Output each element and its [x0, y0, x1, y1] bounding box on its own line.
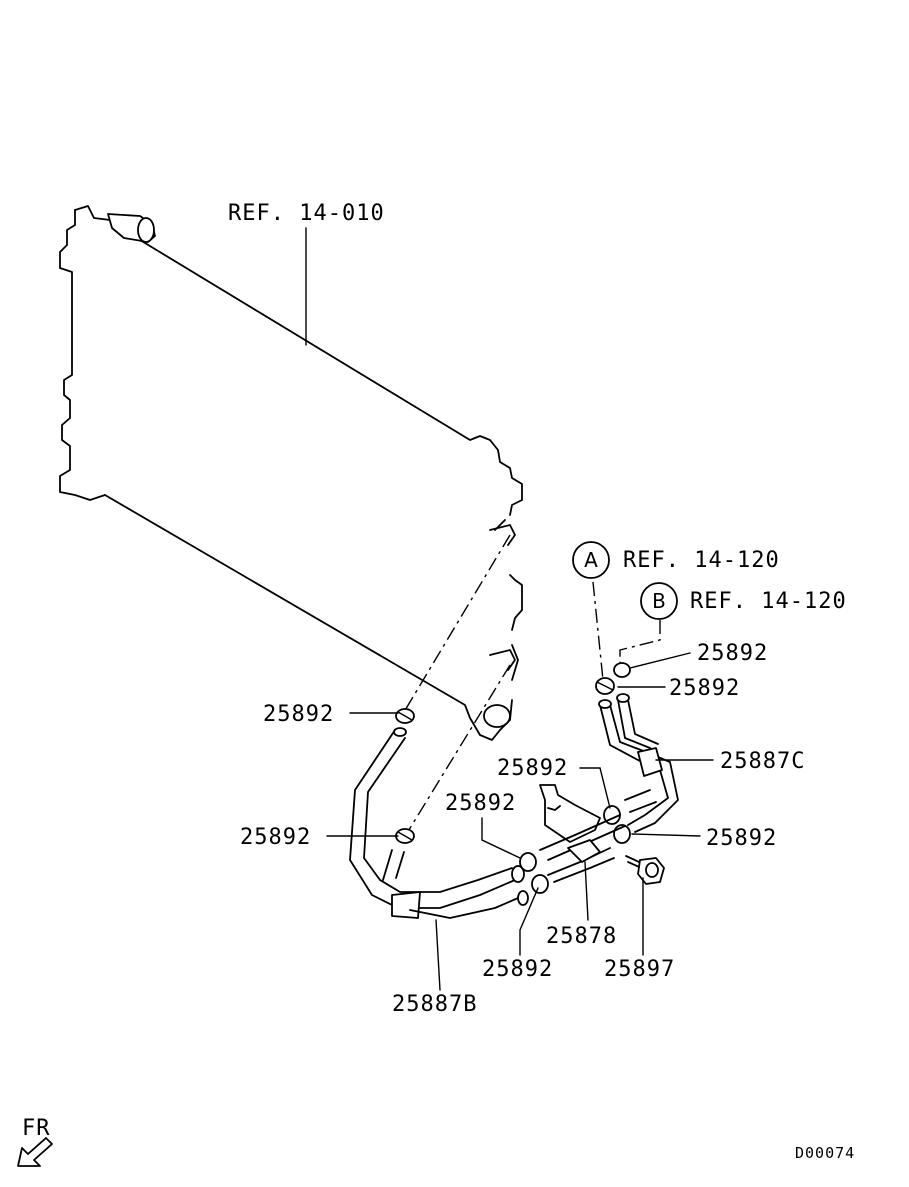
- part-label-25892: 25892: [706, 826, 777, 851]
- callout-a: A: [572, 541, 610, 579]
- clamp-lower-left: [395, 828, 415, 844]
- hose-25887c: [598, 693, 679, 833]
- part-label-25892: 25892: [669, 676, 740, 701]
- hose-25887b: [349, 727, 529, 919]
- front-arrow-icon: [17, 1137, 53, 1167]
- part-label-25892: 25892: [445, 791, 516, 816]
- part-label-25887c: 25887C: [720, 749, 805, 774]
- part-label-25892: 25892: [263, 702, 334, 727]
- ref-a-label: REF. 14-120: [623, 548, 780, 573]
- part-label-25887b: 25887B: [392, 992, 477, 1017]
- hose-clip-icon: [391, 891, 421, 919]
- clamp-a-lower: [595, 677, 615, 695]
- part-label-25892: 25892: [497, 756, 568, 781]
- bracket-25878: [539, 784, 626, 883]
- part-label-25892: 25892: [240, 825, 311, 850]
- diagram-id: D00074: [795, 1144, 855, 1162]
- radiator-outlet-icon: [483, 704, 511, 728]
- part-label-25878: 25878: [546, 924, 617, 949]
- bolt-25897: [625, 855, 665, 885]
- leader-lines: [326, 652, 714, 991]
- clamp-a-upper: [613, 662, 631, 678]
- clamp-lower-mid-upper: [519, 852, 537, 872]
- svg-text:A: A: [584, 548, 598, 572]
- ref-radiator-label: REF. 14-010: [228, 201, 385, 226]
- part-label-25897: 25897: [604, 957, 675, 982]
- svg-text:B: B: [652, 589, 666, 613]
- ref-b-label: REF. 14-120: [690, 589, 847, 614]
- radiator: [59, 205, 523, 741]
- clamp-upper-left: [395, 708, 415, 724]
- clamp-lower-mid-lower: [531, 874, 549, 894]
- part-label-25892: 25892: [482, 957, 553, 982]
- part-label-25892: 25892: [697, 641, 768, 666]
- callout-b: B: [640, 582, 678, 620]
- front-indicator-label: FR: [22, 1116, 51, 1141]
